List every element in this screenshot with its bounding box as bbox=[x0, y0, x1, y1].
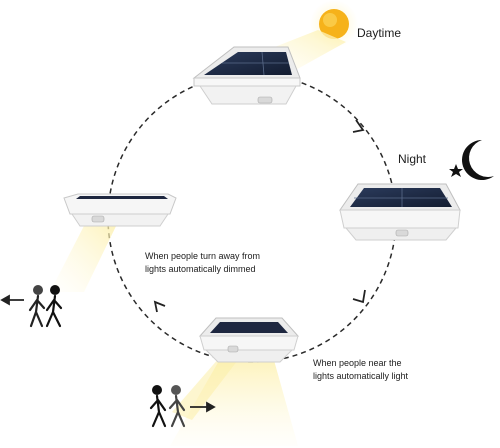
arrow-icon bbox=[352, 289, 366, 304]
arrow-icon bbox=[0, 294, 24, 306]
dimmed-caption-line1: When people turn away from bbox=[145, 251, 261, 261]
person-icon bbox=[45, 285, 63, 328]
light-caption: When people near the lights automaticall… bbox=[313, 357, 443, 383]
light-caption-line2: lights automatically light bbox=[313, 371, 409, 381]
light-beam bbox=[50, 222, 118, 292]
dimmed-caption-line2: lights automatically dimmed bbox=[145, 264, 256, 274]
light-beam bbox=[172, 350, 244, 420]
person-icon bbox=[149, 385, 167, 428]
person-icon bbox=[28, 285, 46, 328]
light-caption-line1: When people near the bbox=[313, 358, 402, 368]
daytime-label: Daytime bbox=[357, 26, 402, 40]
solar-lamp-icon bbox=[198, 317, 300, 363]
solar-lamp-icon bbox=[192, 46, 301, 105]
arrow-icon bbox=[153, 300, 166, 313]
solar-lamp-icon bbox=[339, 183, 461, 241]
arrow-icon bbox=[190, 401, 216, 413]
dimmed-caption: When people turn away from lights automa… bbox=[145, 250, 285, 276]
solar-lamp-icon bbox=[63, 193, 177, 227]
light-beam bbox=[170, 346, 298, 446]
star-icon bbox=[449, 164, 463, 177]
arrow-icon bbox=[352, 119, 365, 133]
person-icon bbox=[168, 385, 186, 428]
night-label: Night bbox=[398, 152, 427, 166]
moon-icon bbox=[462, 140, 494, 180]
